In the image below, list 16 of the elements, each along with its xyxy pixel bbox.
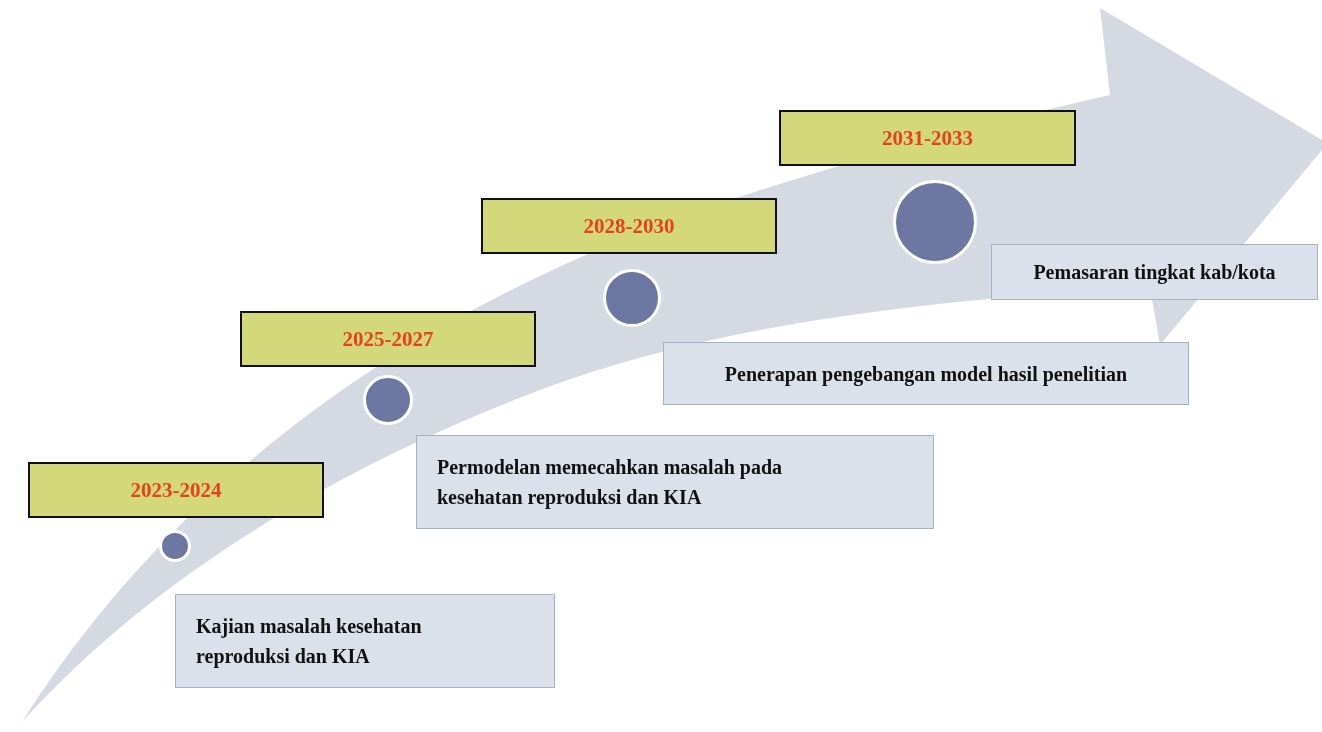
description-text: Pemasaran tingkat kab/kota [1033, 260, 1276, 286]
description-box [991, 244, 1318, 300]
description-text: Penerapan pengebangan model hasil penelitian [724, 361, 1128, 388]
year-label: 2025-2027 [342, 326, 434, 352]
year-label: 2031-2033 [882, 125, 973, 151]
description-box [663, 342, 1189, 405]
year-box [779, 110, 1076, 166]
year-label: 2028-2030 [583, 213, 675, 239]
year-label: 2023-2024 [130, 477, 222, 503]
description-box [416, 435, 934, 529]
year-box [481, 198, 777, 254]
year-box [28, 462, 324, 518]
description-text: Kajian masalah kesehatan reproduksi dan KIA [196, 614, 423, 670]
description-box [175, 594, 555, 688]
year-box [240, 311, 536, 367]
description-text: Permodelan memecahkan masalah pada kesehatan reproduksi dan KIA [437, 455, 783, 511]
